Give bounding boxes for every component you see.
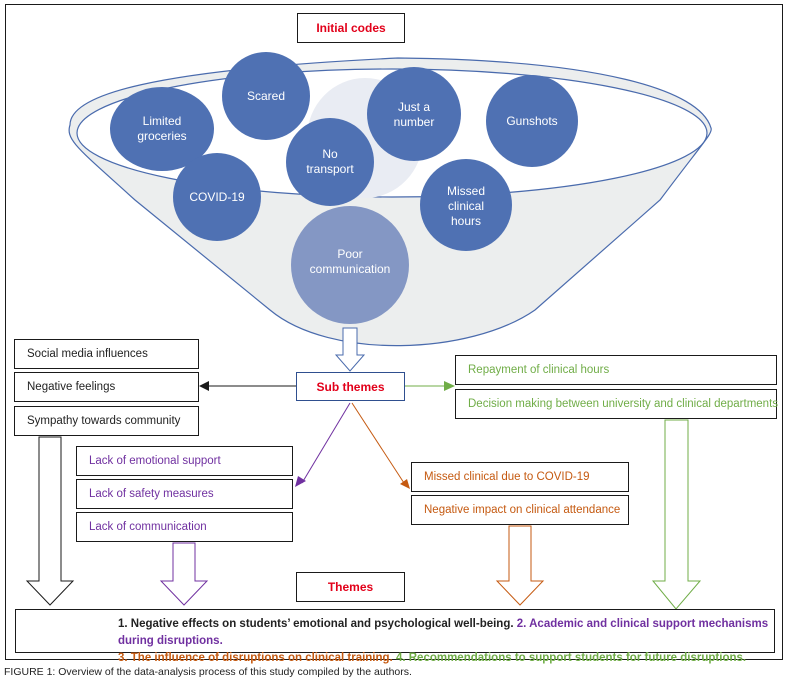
arrowhead-left-icon <box>199 381 209 391</box>
code-circle-limited-groceries <box>110 87 214 171</box>
connector-orange <box>351 402 405 484</box>
themes-box: 1. Negative effects on students’ emotion… <box>15 609 775 664</box>
theme-1: 1. Negative effects on students’ emotion… <box>118 618 514 630</box>
arrow-purple-to-themes <box>159 542 209 606</box>
arrow-green-to-themes <box>651 419 702 610</box>
connector-purple <box>301 402 351 484</box>
code-circle-poor-communication <box>291 206 409 324</box>
arrow-funnel-to-subthemes <box>334 327 366 372</box>
subtheme-negative-impact-attendance: Negative impact on clinical attendance <box>411 495 629 525</box>
code-label-limited-groceries: Limited groceries <box>137 114 187 143</box>
code-label-no-transport: No transport <box>306 147 354 176</box>
code-circle-scared <box>222 52 310 140</box>
arrowhead-right-icon <box>444 381 455 391</box>
code-label-covid-19: COVID-19 <box>189 189 245 204</box>
theme-3: 3. The influence of disruptions on clini… <box>118 652 393 664</box>
header-themes: Themes <box>296 572 405 602</box>
subtheme-social-media-influences: Social media influences <box>14 339 199 369</box>
caption-label: FIGURE 1: <box>4 666 56 678</box>
code-circle-just-a-number <box>367 67 461 161</box>
code-label-gunshots: Gunshots <box>506 113 558 128</box>
subtheme-lack-emotional-support: Lack of emotional support <box>76 446 293 476</box>
subtheme-lack-communication: Lack of communication <box>76 512 293 542</box>
caption-text: Overview of the data-analysis process of… <box>55 666 412 678</box>
code-circle-missed-clinical-hours <box>420 159 512 251</box>
subtheme-sympathy-towards-community: Sympathy towards community <box>14 406 199 436</box>
figure-frame <box>5 4 783 660</box>
code-label-scared: Scared <box>246 88 286 103</box>
code-circle-no-transport <box>286 118 374 206</box>
code-label-poor-communication: Poor communication <box>309 247 391 276</box>
code-label-just-a-number: Just a number <box>393 100 435 129</box>
subtheme-lack-safety-measures: Lack of safety measures <box>76 479 293 509</box>
subtheme-negative-feelings: Negative feelings <box>14 372 199 402</box>
code-circle-gunshots <box>486 75 578 167</box>
subtheme-repayment-clinical-hours: Repayment of clinical hours <box>455 355 777 385</box>
figure-caption: FIGURE 1: Overview of the data-analysis … <box>4 666 412 678</box>
code-label-missed-clinical-hours: Missed clinical hours <box>446 183 485 228</box>
arrow-black-to-themes <box>25 436 75 606</box>
arrow-orange-to-themes <box>495 525 545 606</box>
subtheme-decision-making: Decision making between university and c… <box>455 389 778 419</box>
theme-2: 2. Academic and clinical support mechani… <box>118 618 769 647</box>
code-circle-covid-19 <box>173 153 261 241</box>
header-sub-themes: Sub themes <box>296 372 405 401</box>
header-initial-codes: Initial codes <box>297 13 405 43</box>
theme-4: 4. Recommendations to support students f… <box>395 652 747 664</box>
arrowhead-purple-icon <box>295 476 306 487</box>
arrowhead-orange-icon <box>400 479 410 489</box>
subtheme-missed-clinical-covid: Missed clinical due to COVID-19 <box>411 462 629 492</box>
